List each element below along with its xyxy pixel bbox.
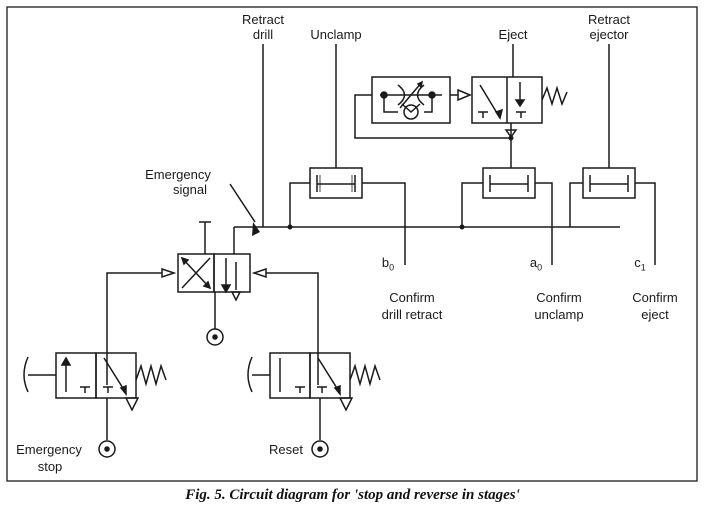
label-unclamp: Unclamp: [310, 27, 362, 42]
label-emergency-stop-1: Emergency: [16, 442, 82, 457]
reset-valve: [247, 352, 381, 412]
emergency-pilot-valve: [177, 253, 251, 302]
label-confirm-unclamp-1: Confirm: [536, 290, 582, 305]
diagram-border: [6, 6, 698, 482]
or-valve-ejector: [582, 167, 636, 199]
label-emergency-signal-1: Emergency: [145, 167, 211, 182]
label-retract-drill-1: Retract: [242, 12, 284, 27]
emergency-signal-pointer: [229, 183, 256, 223]
label-retract-ejector-1: Retract: [588, 12, 630, 27]
label-confirm-eject-1: Confirm: [632, 290, 678, 305]
port-a0: a0: [529, 255, 543, 273]
port-b0: b0: [381, 255, 395, 273]
emergency-stop-valve: [23, 352, 167, 412]
label-confirm-drill-2: drill retract: [381, 307, 443, 322]
or-valve-unclamp: [309, 167, 363, 199]
flow-control-valve: [371, 76, 451, 124]
port-c1: c1: [634, 255, 646, 273]
label-retract-ejector-2: ejector: [589, 27, 629, 42]
label-eject: Eject: [498, 27, 528, 42]
label-emergency-signal-2: signal: [173, 182, 207, 197]
label-retract-drill-2: drill: [252, 27, 274, 42]
label-confirm-eject-2: eject: [641, 307, 669, 322]
figure-caption: Fig. 5. Circuit diagram for 'stop and re…: [185, 487, 520, 503]
label-confirm-unclamp-2: unclamp: [534, 307, 584, 322]
label-reset: Reset: [269, 442, 303, 457]
or-valve-confirm-unclamp: [482, 167, 536, 199]
junction-dots: [252, 135, 514, 236]
label-emergency-stop-2: stop: [37, 459, 63, 474]
eject-valve: [471, 76, 568, 124]
label-confirm-drill-1: Confirm: [389, 290, 435, 305]
